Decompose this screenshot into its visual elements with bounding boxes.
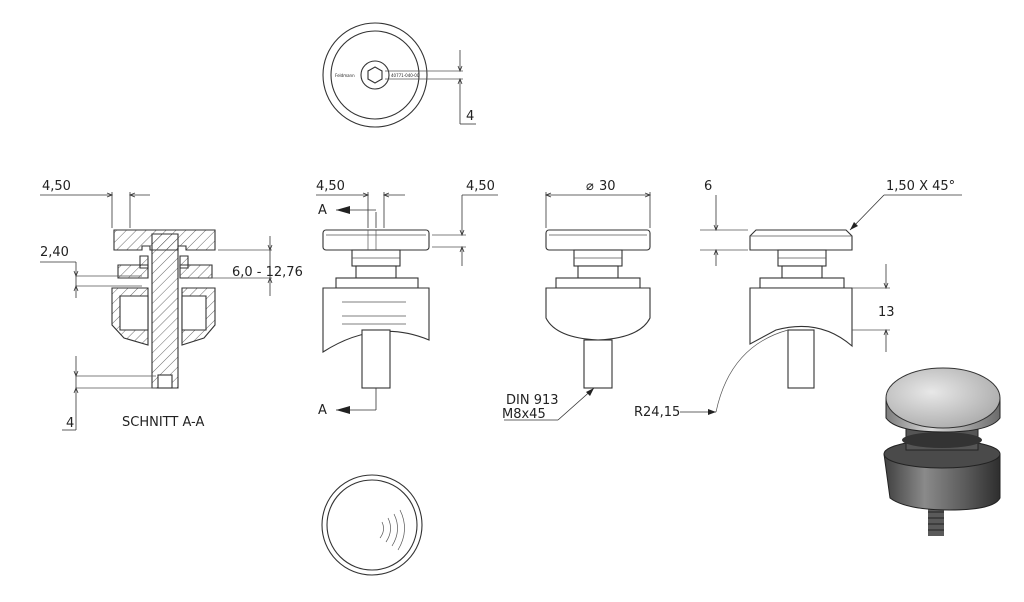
diameter-dim: 30 [599, 179, 616, 194]
brand-right-text: 40771-040-00 [391, 73, 420, 78]
diameter-symbol: ⌀ [586, 179, 594, 194]
front-height-dim: 4,50 [466, 179, 495, 194]
body-height-dim: 13 [878, 305, 895, 320]
right-view: 6 1,50 X 45° 13 R24,15 [634, 179, 962, 420]
chamfer-dim: 1,50 X 45° [886, 179, 955, 194]
section-title: SCHNITT A-A [122, 415, 204, 430]
product-render-image [883, 367, 1001, 536]
screw-spec-line1: DIN 913 [506, 393, 559, 408]
front-view: 4,50 4,50 A A [316, 179, 498, 418]
brand-left-text: Feldmann [335, 73, 355, 78]
section-marker-bottom: A [318, 403, 327, 418]
section-view: 4,50 2,40 6,0 - 12,76 4 SCHNITT A-A [40, 179, 303, 431]
bottom-view [321, 474, 423, 576]
radius-dim: R24,15 [634, 405, 680, 420]
front-width-dim: 4,50 [316, 179, 345, 194]
section-thread-dim: 2,40 [40, 245, 69, 260]
side-view: ⌀ 30 DIN 913 M8x45 [502, 179, 652, 422]
section-bottom-dim: 4 [66, 416, 74, 431]
top-view: Feldmann 40771-040-00 4 [322, 22, 476, 128]
section-top-width-dim: 4,50 [42, 179, 71, 194]
cap-height-dim: 6 [704, 179, 712, 194]
clamp-range-dim: 6,0 - 12,76 [232, 265, 303, 280]
section-marker-top: A [318, 203, 327, 218]
screw-spec-line2: M8x45 [502, 407, 546, 422]
top-view-offset-dim: 4 [466, 109, 474, 124]
